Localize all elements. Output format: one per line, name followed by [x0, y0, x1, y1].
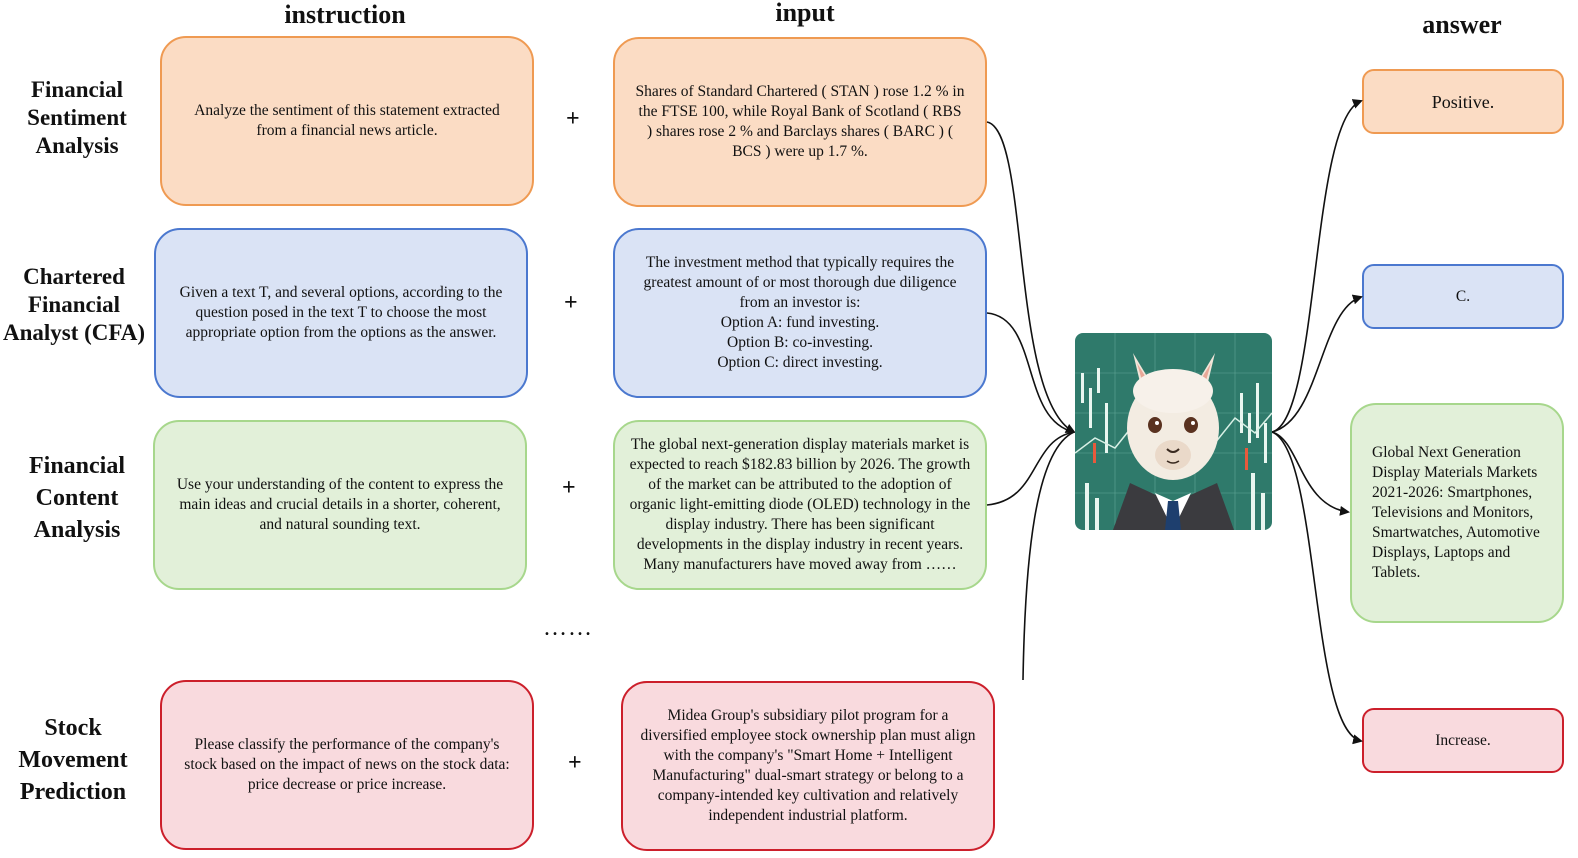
- more-tasks-ellipsis: ……: [543, 615, 593, 641]
- arrow-input-stock: [1022, 431, 1075, 681]
- instruction-box-content: Use your understanding of the content to…: [153, 420, 527, 590]
- input-text: Shares of Standard Chartered ( STAN ) ro…: [635, 83, 965, 160]
- answer-text: C.: [1455, 287, 1471, 305]
- input-text: The global next-generation display mater…: [629, 436, 971, 573]
- task-label-content: Financial Content Analysis: [28, 453, 125, 543]
- input-box-sentiment: Shares of Standard Chartered ( STAN ) ro…: [613, 37, 987, 207]
- answer-text: Increase.: [1435, 731, 1491, 749]
- answer-text: Positive.: [1431, 91, 1495, 112]
- instruction-text: Use your understanding of the content to…: [176, 476, 504, 533]
- plus-sign: +: [564, 290, 578, 316]
- task-label-sentiment: Financial Sentiment Analysis: [27, 77, 127, 158]
- instruction-text: Please classify the performance of the c…: [184, 736, 510, 793]
- instruction-header: instruction: [284, 0, 406, 29]
- arrow-input-sentiment: [986, 121, 1076, 433]
- plus-sign: +: [566, 106, 580, 132]
- instruction-box-sentiment: Analyze the sentiment of this statement …: [160, 36, 534, 206]
- instruction-box-stock: Please classify the performance of the c…: [160, 680, 534, 850]
- instruction-text: Analyze the sentiment of this statement …: [194, 102, 500, 139]
- arrow-answer-sentiment: [1271, 99, 1363, 433]
- answer-text: Global Next Generation Display Materials…: [1372, 444, 1540, 581]
- instruction-text: Given a text T, and several options, acc…: [179, 284, 503, 341]
- task-label-cfa: Chartered Financial Analyst (CFA): [2, 264, 146, 345]
- arrow-answer-cfa: [1271, 294, 1363, 433]
- input-box-content: The global next-generation display mater…: [613, 420, 987, 590]
- llama-in-suit-icon: [1075, 333, 1272, 530]
- input-text: The investment method that typically req…: [643, 254, 957, 371]
- arrow-input-cfa: [986, 312, 1075, 433]
- answer-box-stock: Increase.: [1362, 708, 1564, 773]
- plus-sign: +: [568, 750, 582, 776]
- instruction-box-cfa: Given a text T, and several options, acc…: [154, 228, 528, 398]
- input-text: Midea Group's subsidiary pilot program f…: [640, 707, 976, 824]
- input-box-stock: Midea Group's subsidiary pilot program f…: [621, 681, 995, 851]
- plus-sign: +: [562, 475, 576, 501]
- arrow-answer-stock: [1271, 431, 1363, 745]
- input-header: input: [775, 0, 835, 27]
- answer-box-content: Global Next Generation Display Materials…: [1350, 403, 1564, 623]
- task-label-stock: Stock Movement Prediction: [18, 715, 128, 805]
- answer-box-sentiment: Positive.: [1362, 69, 1564, 134]
- input-box-cfa: The investment method that typically req…: [613, 228, 987, 398]
- answer-box-cfa: C.: [1362, 264, 1564, 329]
- arrow-input-content: [986, 431, 1075, 506]
- answer-header: answer: [1422, 10, 1502, 39]
- arrow-answer-content: [1271, 431, 1350, 516]
